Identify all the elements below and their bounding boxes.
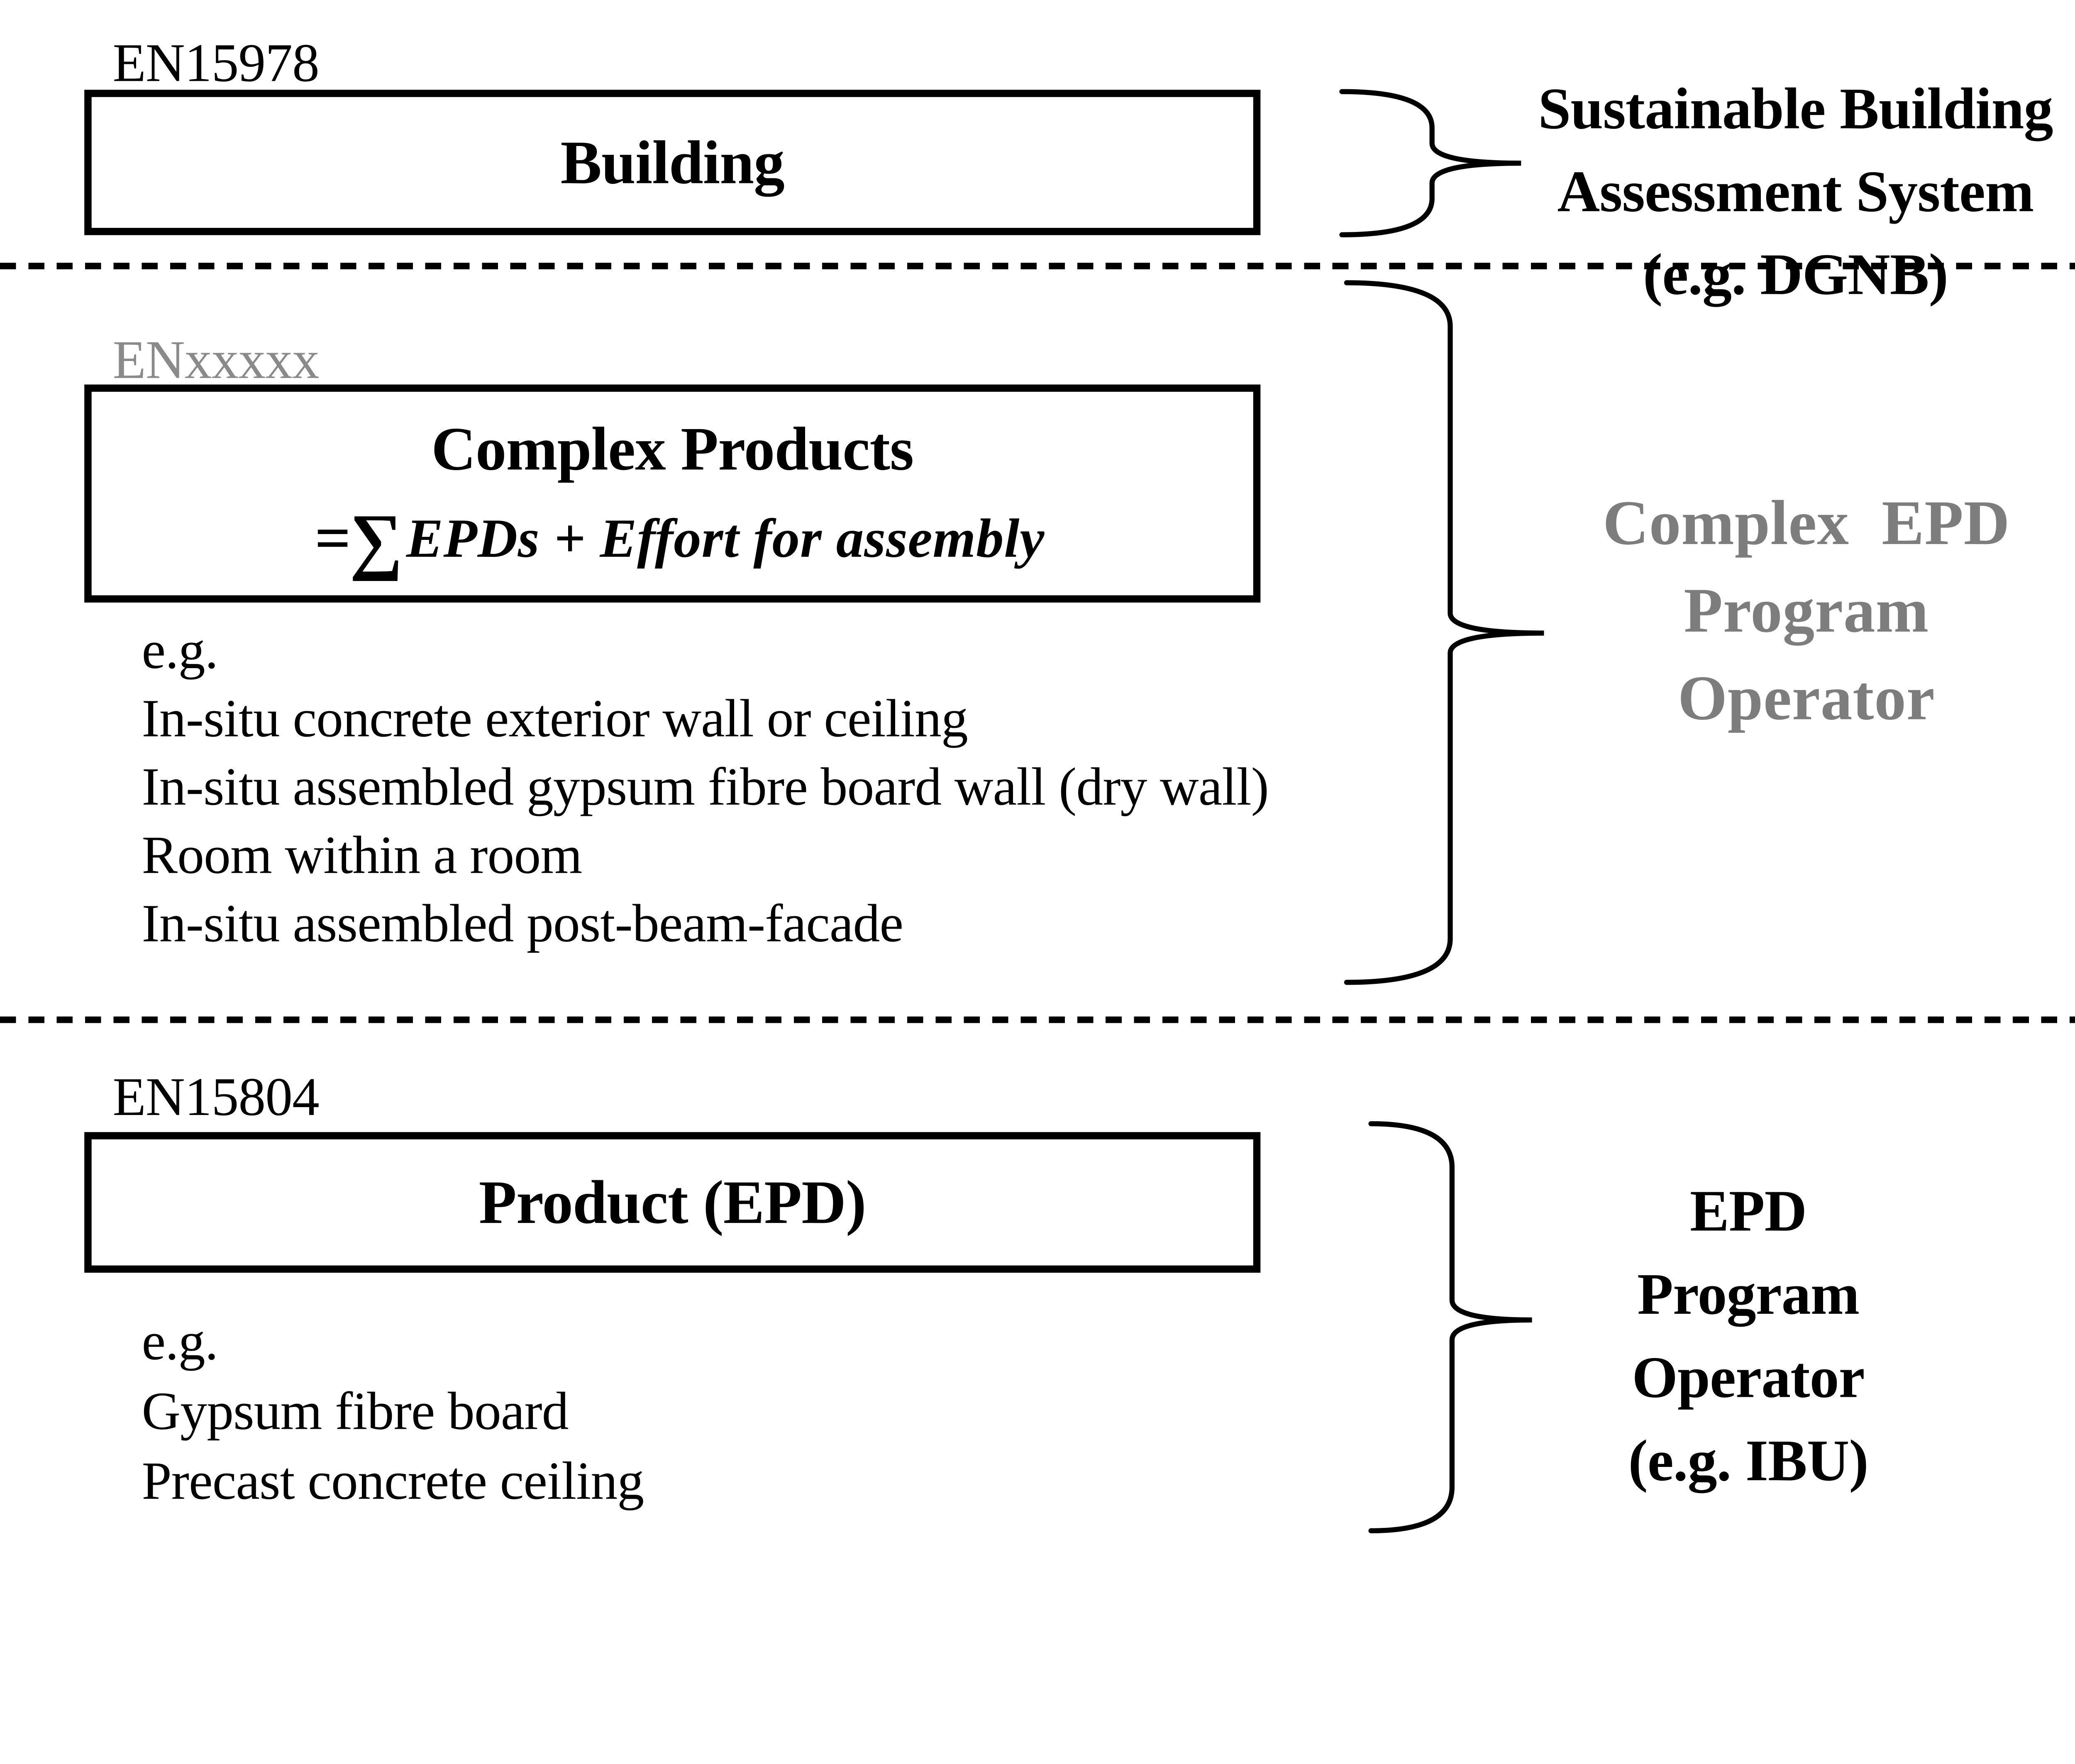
annotation-line: Complex EPD: [1603, 487, 2010, 558]
complex-products-examples: e.g. In-situ concrete exterior wall or c…: [142, 616, 1269, 957]
braces-overlay: [1339, 89, 1544, 1534]
product-epd-brace-icon: [1368, 1121, 1532, 1534]
standard-label-en15804: EN15804: [112, 1066, 320, 1127]
separator-dashed-bottom: [0, 1016, 2075, 1023]
building-brace-icon: [1339, 89, 1521, 237]
epd-program-operator-annotation: EPD Program Operator (e.g. IBU): [1494, 1163, 2003, 1509]
example-item: Room within a room: [142, 825, 583, 885]
complex-products-box-title: Complex Products: [431, 415, 914, 483]
formula-expression: EPDs + Effort for assembly: [406, 507, 1045, 569]
annotation-line: Assessment System: [1557, 159, 2034, 224]
product-examples: e.g. Gypsum fibre board Precast concrete…: [142, 1307, 644, 1516]
annotation-line: Operator: [1677, 662, 1935, 733]
separator-dashed-top: [0, 263, 2075, 269]
annotation-line: Program: [1684, 575, 1929, 646]
building-box-title: Building: [560, 128, 785, 197]
standard-label-en15978: EN15978: [112, 32, 320, 93]
example-item: Gypsum fibre board: [142, 1381, 569, 1441]
example-item: In-situ assembled gypsum fibre board wal…: [142, 757, 1269, 817]
building-annotation: Sustainable Building Assessment System (…: [1523, 61, 2068, 323]
product-epd-box: Product (EPD): [84, 1132, 1261, 1273]
annotation-line: Program: [1637, 1261, 1860, 1327]
standard-label-enxxxxx: ENxxxxx: [112, 329, 320, 390]
complex-products-brace-icon: [1344, 280, 1544, 985]
product-epd-box-title: Product (EPD): [478, 1168, 867, 1237]
complex-products-box: Complex Products = ∑ EPDs + Effort for a…: [84, 384, 1261, 603]
annotation-line: EPD: [1690, 1178, 1807, 1244]
complex-epd-annotation: Complex EPD Program Operator: [1534, 473, 2075, 749]
example-item: In-situ concrete exterior wall or ceilin…: [142, 688, 968, 749]
examples-heading: e.g.: [142, 1311, 219, 1371]
complex-products-formula: = ∑ EPDs + Effort for assembly: [99, 499, 1260, 582]
examples-heading: e.g.: [142, 620, 219, 680]
sigma-summation-icon: ∑: [349, 499, 403, 582]
annotation-line: Sustainable Building: [1538, 76, 2053, 142]
annotation-line: (e.g. IBU): [1628, 1428, 1868, 1493]
example-item: In-situ assembled post-beam-facade: [142, 893, 903, 954]
annotation-line: Operator: [1632, 1345, 1865, 1410]
example-item: Precast concrete ceiling: [142, 1451, 644, 1511]
diagram-canvas: EN15978 Building Sustainable Building As…: [0, 32, 2075, 1534]
building-box: Building: [84, 90, 1261, 235]
annotation-line: (e.g. DGNB): [1643, 242, 1948, 307]
equals-sign: =: [315, 503, 351, 573]
